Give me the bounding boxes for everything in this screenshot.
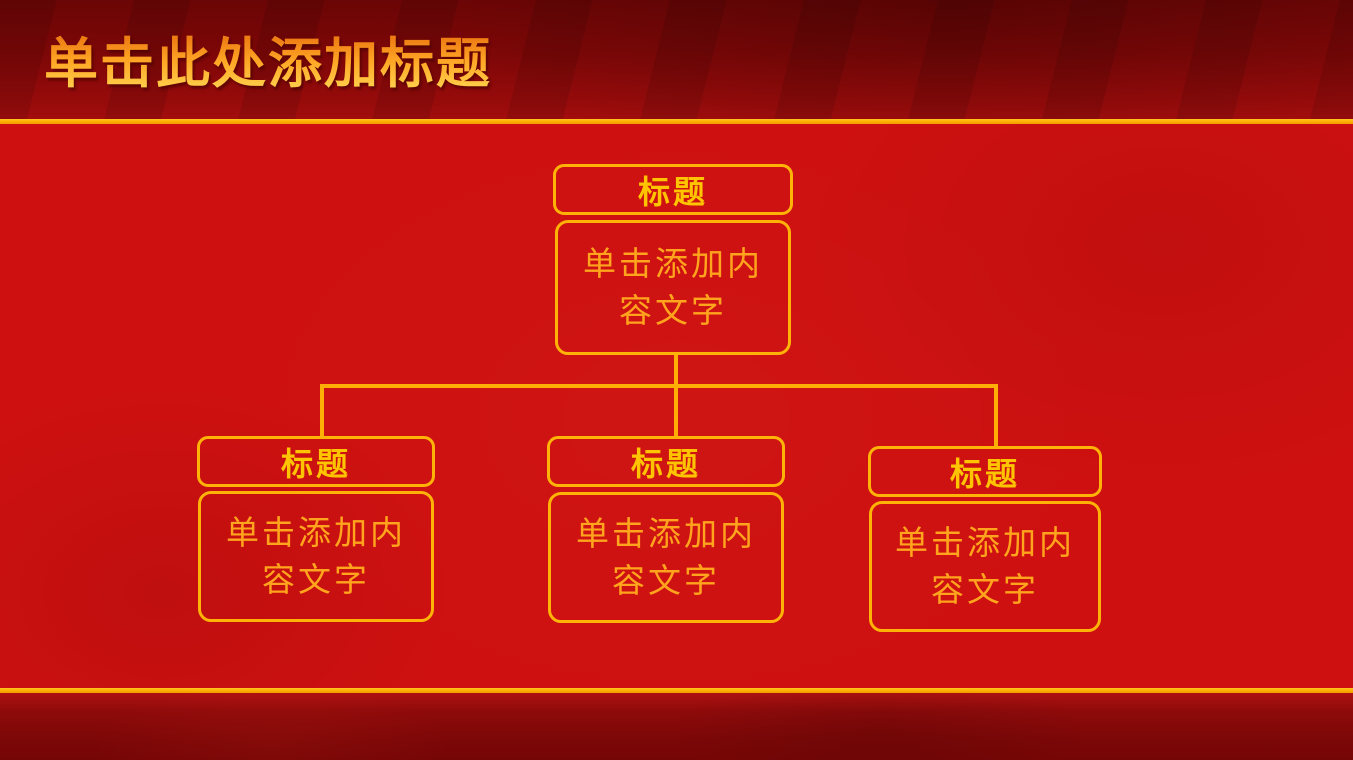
- org-node-child2-body[interactable]: 单击添加内容文字: [548, 492, 784, 623]
- connector-root-vertical: [674, 353, 678, 438]
- org-node-child3-body[interactable]: 单击添加内容文字: [869, 501, 1101, 632]
- footer-band: [0, 693, 1353, 760]
- header-band: 单击此处添加标题: [0, 0, 1353, 119]
- connector-right-drop: [994, 384, 998, 448]
- footer-divider-line: [0, 688, 1353, 693]
- org-node-child1-body[interactable]: 单击添加内容文字: [198, 491, 434, 622]
- connector-horizontal: [320, 384, 998, 388]
- org-node-root-body[interactable]: 单击添加内容文字: [555, 220, 791, 355]
- header-divider-line: [0, 119, 1353, 124]
- org-node-child3-heading[interactable]: 标题: [868, 446, 1102, 497]
- org-node-child1-heading[interactable]: 标题: [197, 436, 435, 487]
- slide-title-placeholder[interactable]: 单击此处添加标题: [44, 32, 492, 95]
- org-node-child2-heading[interactable]: 标题: [547, 436, 785, 487]
- connector-left-drop: [320, 384, 324, 438]
- org-node-root-heading[interactable]: 标题: [553, 164, 793, 215]
